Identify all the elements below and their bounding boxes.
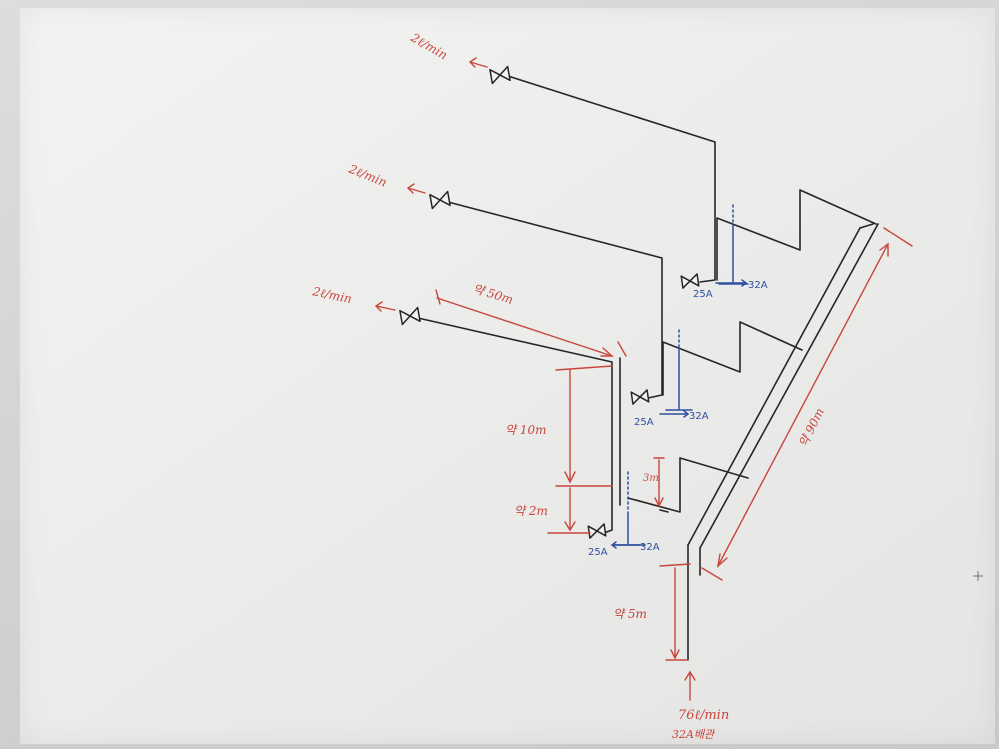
size-markers xyxy=(611,204,749,546)
offset-box-low xyxy=(627,457,749,513)
branch-1-run xyxy=(507,75,716,283)
red-annotations: 2ℓ/min 2ℓ/min 2ℓ/min 약 50m 약 10m 약 2m 3m… xyxy=(310,30,826,741)
flow-arrow-2 xyxy=(406,183,426,194)
length-label-10m: 약 10m xyxy=(505,423,547,437)
header-end-cap xyxy=(859,223,874,229)
main-header-left xyxy=(687,227,861,546)
offset-box-low-tail xyxy=(659,509,669,513)
size-label-32a-1: 32A xyxy=(748,280,768,291)
flow-arrows xyxy=(374,57,488,312)
dim-10m-tick-top xyxy=(555,365,613,371)
dim-90m-tick-b xyxy=(883,227,913,247)
size-marker-2 xyxy=(665,344,693,411)
dim-50m-line xyxy=(436,297,613,357)
flow-arrow-3 xyxy=(374,301,396,312)
size-label-25a-3: 25A xyxy=(588,547,608,558)
dim-50m-arrow xyxy=(600,347,614,357)
dim-90m-arrow-b xyxy=(879,242,889,257)
dim-50m-tick-a xyxy=(435,289,441,305)
inlet-flow-label: 76ℓ/min xyxy=(678,708,729,723)
offset-box-mid xyxy=(662,321,803,396)
size-label-32a-3: 32A xyxy=(640,542,660,553)
size-arrow-2 xyxy=(659,410,690,418)
valve-icon xyxy=(680,273,700,289)
dim-90m-line xyxy=(717,243,889,567)
valve-icon xyxy=(587,523,607,539)
dimension-lines xyxy=(435,227,913,701)
branch-3-run xyxy=(417,317,613,534)
valve-icon xyxy=(429,190,451,210)
dim-5m-arrow xyxy=(670,649,680,660)
inlet-size-label: 32A배관 xyxy=(672,728,716,741)
length-label-50m: 약 50m xyxy=(471,281,515,307)
flow-arrow-1 xyxy=(468,57,488,68)
dim-90m-tick-a xyxy=(701,567,723,581)
flow-label-3: 2ℓ/min xyxy=(310,284,353,306)
branch-2-run xyxy=(447,201,663,399)
dim-90m-arrow-a xyxy=(716,553,728,568)
valve-icon xyxy=(630,389,650,405)
cursor-crosshair-icon xyxy=(973,571,983,581)
size-label-32a-2: 32A xyxy=(689,411,709,422)
flow-label-2: 2ℓ/min xyxy=(346,161,389,189)
flow-label-1: 2ℓ/min xyxy=(408,30,450,62)
dim-10m-arrow xyxy=(564,471,576,484)
size-marker-3 xyxy=(611,511,646,546)
pipe-network xyxy=(417,75,879,661)
size-label-25a-1: 25A xyxy=(693,289,713,300)
length-label-2m: 약 2m xyxy=(514,504,548,518)
length-label-90m: 약 90m xyxy=(796,406,827,449)
size-arrow-3 xyxy=(610,541,641,549)
main-header-right xyxy=(699,223,879,549)
length-label-3m: 3m xyxy=(643,473,659,484)
monitor-screen xyxy=(20,8,995,744)
dim-50m-tick-b xyxy=(617,341,627,357)
valve-icon xyxy=(489,65,511,85)
valves xyxy=(399,65,700,539)
length-label-5m: 약 5m xyxy=(613,607,647,621)
dim-3m-arrow xyxy=(654,497,664,508)
blue-annotations: 25A 32A 25A 32A 25A 32A xyxy=(588,279,768,558)
offset-box-top xyxy=(716,189,877,281)
size-marker-1 xyxy=(718,223,749,285)
dim-2m-arrow xyxy=(564,521,576,532)
size-label-25a-2: 25A xyxy=(634,417,654,428)
dim-5m-tick-top xyxy=(659,563,691,567)
size-arrow-1 xyxy=(715,279,748,287)
valve-icon xyxy=(399,306,421,326)
inlet-flow-arrow xyxy=(684,670,696,701)
